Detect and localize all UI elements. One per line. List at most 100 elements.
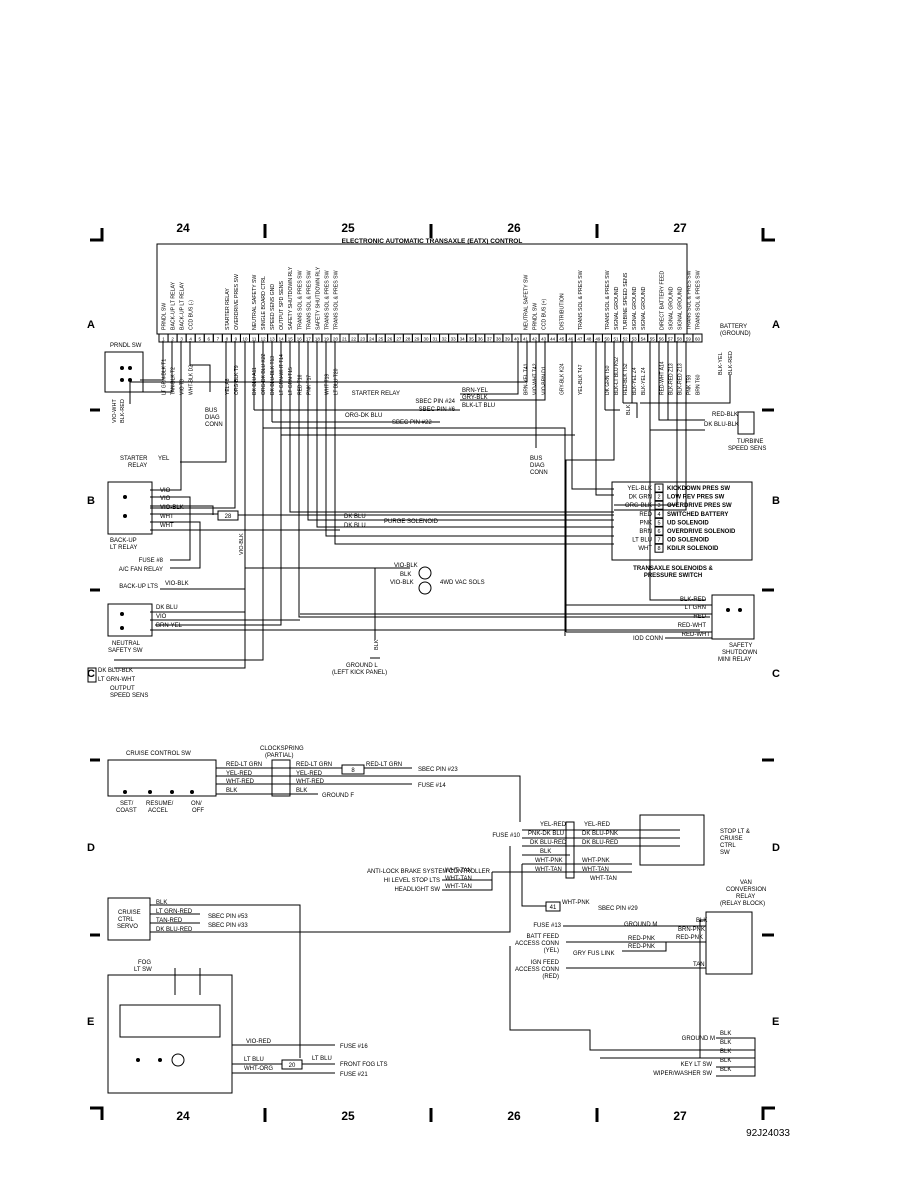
eatx-pin-number: 43 [541,337,547,342]
eatx-pin-function: CCD BUS (-) [189,300,195,330]
eatx-wire-label: BLK-YEL Z4 [641,367,647,395]
svg-text:CRUISE CONTROL SW: CRUISE CONTROL SW [126,751,191,757]
eatx-pin-number: 12 [261,337,267,342]
svg-text:FUSE #13: FUSE #13 [533,923,561,929]
eatx-pin-function: OVERDRIVE PRES SW [234,274,240,330]
eatx-pin-number: 14 [279,337,285,342]
row-label: E [772,1016,779,1028]
svg-text:4WD VAC SOLS: 4WD VAC SOLS [440,580,485,586]
eatx-pin-number: 3 [180,337,183,342]
eatx-pin-number: 13 [270,337,276,342]
eatx-pin-number: 50 [604,337,610,342]
svg-text:BATTERY: BATTERY [720,324,747,330]
svg-text:WHT-TAN: WHT-TAN [590,876,617,882]
svg-text:BLK-RED: BLK-RED [728,351,734,375]
eatx-pin-number: 21 [342,337,348,342]
eatx-title: ELECTRONIC AUTOMATIC TRANSAXLE (EATX) CO… [342,238,523,245]
row-label: A [772,319,780,331]
row-label: A [87,319,95,331]
eatx-wire-label: VIO T3 [180,379,186,395]
eatx-pin-function: SPEED SENS GND [270,284,276,330]
solenoid-function: OD SOLENOID [667,538,710,544]
svg-text:CTRL: CTRL [118,917,134,923]
svg-text:FUSE #10: FUSE #10 [492,833,520,839]
svg-text:WHT-RED: WHT-RED [296,779,325,785]
eatx-pin-number: 19 [324,337,330,342]
svg-text:BLK: BLK [400,572,411,578]
ground-key-wiper: GROUND M BLK BLK BLK BLK BLK KEY LT SW W… [509,946,756,1077]
solenoid-wire-color: ORG-BLK [625,503,652,509]
svg-text:COAST: COAST [116,808,137,814]
svg-text:STOP LT &: STOP LT & [720,829,750,835]
svg-text:KEY LT SW: KEY LT SW [681,1062,713,1068]
eatx-pin-number: 56 [659,337,665,342]
row-label: C [87,668,95,680]
svg-text:WHT-TAN: WHT-TAN [445,876,472,882]
eatx-pin-number: 48 [586,337,592,342]
svg-text:ACCESS CONN: ACCESS CONN [515,941,559,947]
eatx-pin-function: SIGNAL GROUND [641,286,647,330]
svg-text:SBEC PIN #53: SBEC PIN #53 [208,914,248,920]
svg-text:VIO-BLK: VIO-BLK [239,533,245,555]
starter-relay-connections: STARTER RELAY BRN-YEL SBEC PIN #24 GRY-B… [345,388,548,476]
eatx-pin-function: PRNDL SW [162,303,168,330]
eatx-pin-number: 17 [306,337,312,342]
prndl-label: PRNDL SW [110,343,142,349]
eatx-pin-number: 16 [297,337,303,342]
eatx-wire-label: LT GRN-BLK T1 [162,359,168,395]
svg-text:WHT-TAN: WHT-TAN [445,884,472,890]
svg-text:SBEC PIN #29: SBEC PIN #29 [598,906,638,912]
wire-vio-wht: VIO-WHT [112,399,118,423]
svg-text:BUS: BUS [530,456,542,462]
row-label: B [87,495,95,507]
eatx-pin-function: SIGNAL GROUND [677,286,683,330]
eatx-wire-label: PNK T17 [306,375,312,395]
svg-text:RED-LT GRN: RED-LT GRN [366,762,402,768]
eatx-wire-label: DK BLU-BLK T13 [270,356,276,395]
eatx-wire-label: LT GRN T15 [288,367,294,395]
svg-text:BLK: BLK [374,639,380,650]
svg-text:FOG: FOG [138,960,151,966]
eatx-pin-number: 59 [686,337,692,342]
solenoid-wire-color: YEL-BLK [627,486,652,492]
svg-text:(YEL): (YEL) [544,948,559,954]
svg-text:BLK-LT BLU: BLK-LT BLU [462,403,495,409]
eatx-wire-label: YEL-BLK T47 [578,364,584,395]
eatx-wire-label: RED-WHT A14 [659,361,665,395]
eatx-pin-number: 11 [252,337,257,342]
solenoid-pin-cell [654,492,664,502]
solenoid-pin-cell [654,543,664,553]
svg-text:BLK: BLK [720,1067,731,1073]
svg-text:GROUND M: GROUND M [624,922,657,928]
eatx-pin-number: 45 [559,337,565,342]
svg-text:41: 41 [550,905,557,911]
eatx-pin-number: 4 [189,337,192,342]
eatx-pin-number: 42 [532,337,538,342]
eatx-pin-function: BACK-UP LT RELAY [180,281,186,330]
svg-text:MINI RELAY: MINI RELAY [718,657,752,663]
cruise-control-sw: CRUISE CONTROL SW SET/ COAST RESUME/ ACC… [107,746,521,822]
eatx-pin-number: 18 [315,337,321,342]
svg-text:BLK-RED: BLK-RED [680,597,707,603]
eatx-pin-cell [692,333,703,343]
col-label: 25 [341,1109,355,1123]
fog-lt-sw: FOG LT SW VIO-RED FUSE #16 LT BLU 20 LT … [107,960,387,1094]
svg-text:DIAG: DIAG [205,415,220,421]
svg-text:DK BLU-BLK: DK BLU-BLK [704,422,739,428]
svg-text:A/C FAN RELAY: A/C FAN RELAY [119,567,163,573]
row-label: D [87,842,95,854]
stop-lt-cruise-sw: FUSE #10 YEL-RED YEL-RED PNK-DK BLU DK B… [367,814,750,907]
eatx-wire-label: ORG-DK BLU K22 [261,353,267,395]
eatx-pin-number: 51 [614,337,620,342]
svg-text:IGN FEED: IGN FEED [531,960,560,966]
eatx-pin-number: 41 [523,337,529,342]
eatx-wire-label: BLK-RED Z13 [677,363,683,395]
svg-text:ORG-DK BLU: ORG-DK BLU [345,413,382,419]
eatx-pin-function: SAFETY SHUTDOWN RLY [315,266,321,330]
svg-text:ACCESS CONN: ACCESS CONN [515,967,559,973]
eatx-pin-number: 29 [414,337,420,342]
svg-text:DK BLU: DK BLU [156,605,178,611]
svg-text:WHT-PNK: WHT-PNK [582,858,610,864]
